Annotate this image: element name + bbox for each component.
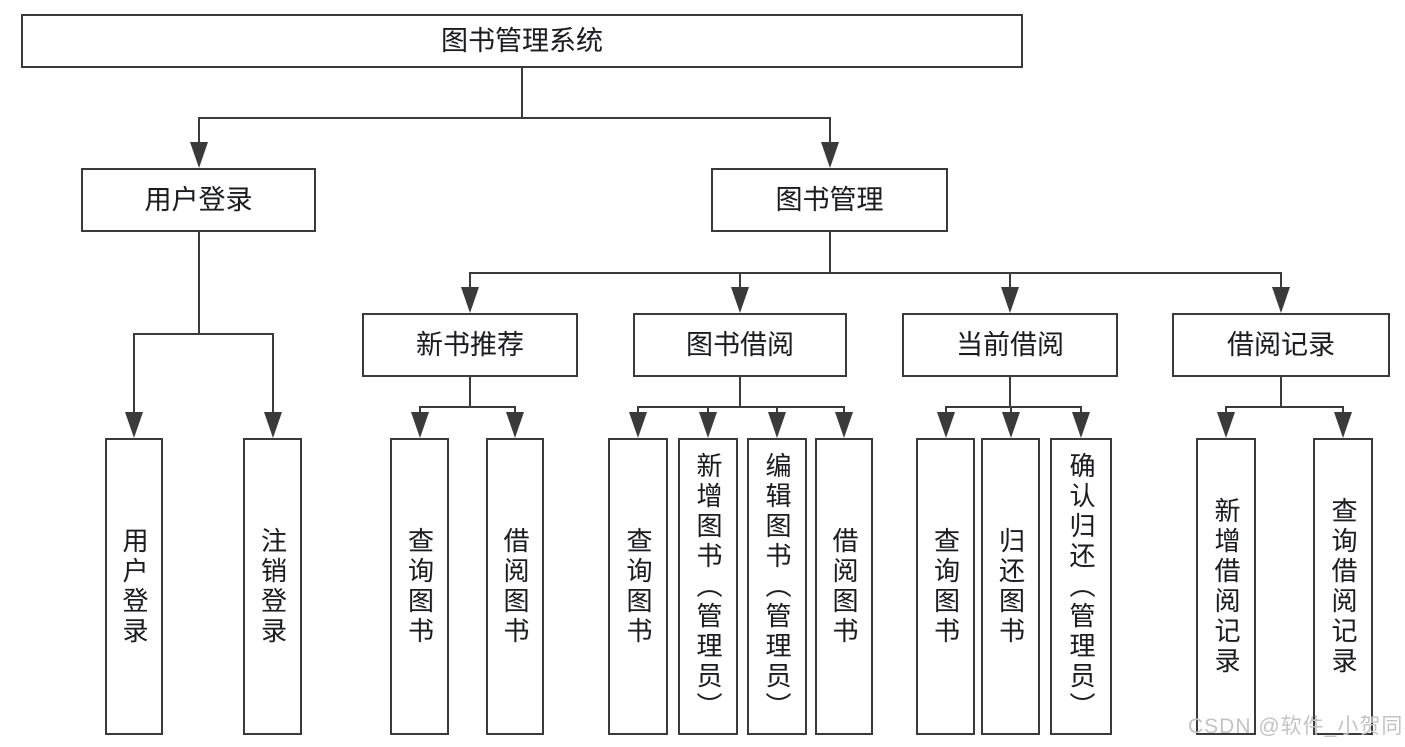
node-nb-query: 查询图书 xyxy=(390,438,449,735)
connector-shaft xyxy=(637,406,639,414)
node-library-system: 图书管理系统 xyxy=(21,14,1023,68)
connector-fork xyxy=(637,406,845,408)
arrowhead-icon xyxy=(263,412,282,438)
arrowhead-icon xyxy=(1001,287,1019,313)
connector-shaft xyxy=(1342,406,1344,414)
node-label-user-login: 用户登录 xyxy=(144,184,253,215)
node-label-br-query: 查询借阅记录 xyxy=(1328,496,1358,677)
arrowhead-icon xyxy=(1072,412,1090,438)
connector-shaft xyxy=(514,406,516,414)
connector-fork xyxy=(1225,406,1344,408)
node-bb-edit: 编辑图书（管理员） xyxy=(747,438,807,735)
connector-fork xyxy=(944,406,1082,408)
arrowhead-icon xyxy=(461,287,479,313)
arrowhead-icon xyxy=(936,412,955,438)
arrowhead-icon xyxy=(835,412,853,438)
node-user-login: 用户登录 xyxy=(81,168,316,232)
connector-shaft xyxy=(944,406,947,414)
connector-stub xyxy=(197,230,200,335)
node-label-library-system: 图书管理系统 xyxy=(441,25,603,56)
connector-fork xyxy=(133,333,274,335)
connector-stub xyxy=(828,230,831,274)
node-label-bb-edit: 编辑图书（管理员） xyxy=(762,451,792,722)
watermark: CSDN @软件_小贺同学 xyxy=(1188,715,1405,738)
node-nb-borrow: 借阅图书 xyxy=(486,438,544,735)
node-book-borrow: 图书借阅 xyxy=(633,313,847,377)
node-label-cb-query: 查询图书 xyxy=(930,526,961,647)
connector-shaft xyxy=(271,333,274,414)
connector-shaft xyxy=(828,117,831,144)
connector-shaft xyxy=(1009,406,1012,414)
node-label-borrow-records: 借阅记录 xyxy=(1227,329,1335,360)
node-borrow-records: 借阅记录 xyxy=(1172,313,1390,377)
connector-shaft xyxy=(133,333,135,414)
node-label-nb-borrow: 借阅图书 xyxy=(500,526,530,647)
node-br-add: 新增借阅记录 xyxy=(1196,438,1256,735)
arrowhead-icon xyxy=(1272,287,1290,313)
connector-fork xyxy=(469,272,1282,274)
connector-shaft xyxy=(843,406,845,414)
connector-stub xyxy=(1009,375,1011,408)
node-ul-logout: 注销登录 xyxy=(243,438,302,735)
connector-shaft xyxy=(707,406,709,414)
arrowhead-icon xyxy=(506,412,524,438)
node-cb-return: 归还图书 xyxy=(981,438,1040,735)
connector-shaft xyxy=(1280,272,1282,289)
connector-stub xyxy=(739,375,741,408)
arrowhead-icon xyxy=(731,287,749,313)
node-label-current-borrow: 当前借阅 xyxy=(956,329,1064,360)
arrowhead-icon xyxy=(1217,412,1235,438)
connector-shaft xyxy=(739,272,741,289)
connector-stub xyxy=(521,66,523,119)
node-cb-query: 查询图书 xyxy=(916,438,975,735)
arrowhead-icon xyxy=(1334,412,1352,438)
connector-stub xyxy=(469,375,471,408)
node-current-borrow: 当前借阅 xyxy=(902,313,1118,377)
node-label-new-book: 新书推荐 xyxy=(416,329,524,360)
node-cb-confirm: 确认归还（管理员） xyxy=(1050,438,1112,735)
node-label-br-add: 新增借阅记录 xyxy=(1211,496,1241,677)
arrowhead-icon xyxy=(820,142,839,168)
node-label-nb-query: 查询图书 xyxy=(404,526,435,647)
connector-fork xyxy=(418,406,516,408)
node-label-book-borrow: 图书借阅 xyxy=(686,329,794,360)
node-label-bb-query: 查询图书 xyxy=(623,526,653,647)
arrowhead-icon xyxy=(410,412,429,438)
node-label-bb-add: 新增图书（管理员） xyxy=(693,451,723,722)
connector-fork xyxy=(197,117,831,119)
connector-stub xyxy=(1280,375,1282,408)
node-bb-borrow: 借阅图书 xyxy=(815,438,873,735)
arrowhead-icon xyxy=(125,412,143,438)
connector-shaft xyxy=(1080,406,1082,414)
node-label-ul-login: 用户登录 xyxy=(119,526,149,647)
arrowhead-icon xyxy=(768,412,786,438)
node-ul-login: 用户登录 xyxy=(105,438,163,735)
node-bb-add: 新增图书（管理员） xyxy=(678,438,738,735)
arrowhead-icon xyxy=(699,412,717,438)
node-label-cb-return: 归还图书 xyxy=(995,526,1026,647)
connector-shaft xyxy=(469,272,471,289)
node-label-book-mgmt: 图书管理 xyxy=(775,184,884,215)
node-book-mgmt: 图书管理 xyxy=(711,168,948,232)
arrowhead-icon xyxy=(1001,412,1020,438)
node-label-ul-logout: 注销登录 xyxy=(257,526,288,647)
connector-shaft xyxy=(1225,406,1227,414)
arrowhead-icon xyxy=(629,412,647,438)
connector-shaft xyxy=(1009,272,1011,289)
connector-shaft xyxy=(197,117,200,144)
connector-shaft xyxy=(776,406,778,414)
arrowhead-icon xyxy=(189,142,208,168)
node-bb-query: 查询图书 xyxy=(608,438,668,735)
node-label-cb-confirm: 确认归还（管理员） xyxy=(1066,451,1096,722)
connector-shaft xyxy=(418,406,421,414)
node-new-book: 新书推荐 xyxy=(362,313,578,377)
node-label-bb-borrow: 借阅图书 xyxy=(829,526,859,647)
node-br-query: 查询借阅记录 xyxy=(1313,438,1373,735)
